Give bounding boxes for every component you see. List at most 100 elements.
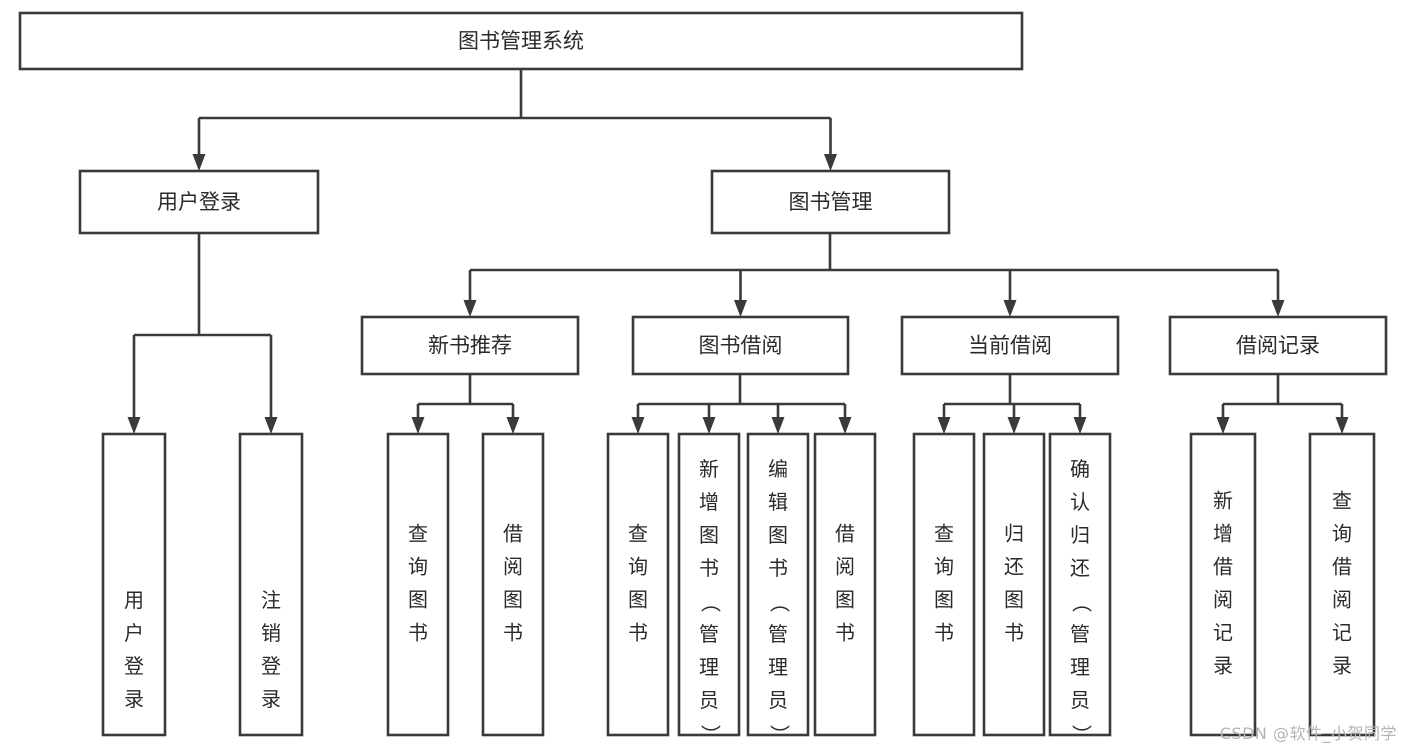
node-box[interactable] bbox=[1189, 432, 1257, 737]
connector-图书管理 bbox=[463, 233, 1285, 317]
arrow-head-icon bbox=[937, 417, 951, 434]
node-label-char: 登 bbox=[124, 654, 144, 678]
node-label-char: （ bbox=[1070, 593, 1094, 613]
connector-用户登录 bbox=[127, 233, 278, 434]
node-label-char: 图 bbox=[835, 588, 855, 612]
node-label-char: 理 bbox=[699, 655, 719, 679]
node-label-char: 书 bbox=[408, 621, 428, 645]
node-label-char: 图 bbox=[699, 523, 719, 547]
node-box[interactable] bbox=[813, 432, 877, 737]
leaf-node-0[interactable]: 用户登录 bbox=[101, 432, 167, 737]
arrow-head-icon bbox=[264, 417, 278, 434]
node-label: 图书管理系统 bbox=[458, 29, 584, 53]
node-label-char: 用 bbox=[124, 588, 144, 612]
node-label-char: 询 bbox=[628, 555, 648, 579]
node-label-char: 管 bbox=[1070, 622, 1090, 646]
node-label-char: 询 bbox=[1332, 522, 1352, 546]
node-label-char: 借 bbox=[503, 522, 523, 546]
arrow-head-icon bbox=[127, 417, 141, 434]
node-label-char: 新 bbox=[699, 457, 719, 481]
connector-图书管理系统 bbox=[192, 69, 837, 171]
node-box[interactable] bbox=[912, 432, 976, 737]
arrow-head-icon bbox=[1003, 300, 1017, 317]
node-label-char: 销 bbox=[261, 621, 281, 645]
node-label-char: 员 bbox=[768, 688, 788, 712]
arrow-head-icon bbox=[824, 154, 837, 171]
root-node-图书管理系统[interactable]: 图书管理系统 bbox=[18, 11, 1024, 71]
node-box[interactable] bbox=[360, 315, 580, 376]
node-label-char: 归 bbox=[1004, 522, 1024, 546]
node-box[interactable] bbox=[238, 432, 304, 737]
node-box[interactable] bbox=[1308, 432, 1376, 737]
arrow-head-icon bbox=[192, 154, 206, 171]
node-label-char: 录 bbox=[124, 687, 144, 711]
node-box[interactable] bbox=[710, 169, 951, 235]
node-box[interactable] bbox=[78, 169, 320, 235]
node-label: 用户登录 bbox=[157, 190, 241, 214]
node-label-char: 询 bbox=[408, 555, 428, 579]
node-box[interactable] bbox=[18, 11, 1024, 71]
node-label-char: ） bbox=[768, 725, 792, 745]
level2-node-1[interactable]: 图书借阅 bbox=[631, 315, 850, 376]
node-label-char: 书 bbox=[768, 556, 788, 580]
level2-node-0[interactable]: 新书推荐 bbox=[360, 315, 580, 376]
node-label-char: 增 bbox=[699, 490, 719, 514]
node-label-char: 图 bbox=[768, 523, 788, 547]
node-box[interactable] bbox=[481, 432, 545, 737]
node-label-char: 查 bbox=[934, 522, 954, 546]
node-label-char: 还 bbox=[1004, 555, 1024, 579]
node-label-char: 阅 bbox=[1213, 588, 1233, 612]
node-label: 图书借阅 bbox=[699, 334, 783, 358]
node-label-char: 书 bbox=[628, 621, 648, 645]
node-box[interactable] bbox=[746, 432, 810, 737]
node-label-char: 理 bbox=[1070, 655, 1090, 679]
node-label-char: 图 bbox=[408, 588, 428, 612]
node-label-char: 认 bbox=[1070, 490, 1090, 514]
node-box[interactable] bbox=[631, 315, 850, 376]
node-label-char: 员 bbox=[699, 688, 719, 712]
node-box[interactable] bbox=[982, 432, 1046, 737]
arrow-head-icon bbox=[1007, 417, 1021, 434]
node-label-char: 录 bbox=[261, 687, 281, 711]
arrow-head-icon bbox=[838, 417, 852, 434]
node-label-char: 归 bbox=[1070, 523, 1090, 547]
arrow-head-icon bbox=[1073, 417, 1087, 434]
node-box[interactable] bbox=[606, 432, 670, 737]
level1-node-0[interactable]: 用户登录 bbox=[78, 169, 320, 235]
node-box[interactable] bbox=[101, 432, 167, 737]
node-box[interactable] bbox=[900, 315, 1120, 376]
node-box[interactable] bbox=[677, 432, 741, 737]
node-box[interactable] bbox=[1048, 432, 1112, 737]
arrow-head-icon bbox=[463, 300, 477, 317]
level1-node-1[interactable]: 图书管理 bbox=[710, 169, 951, 235]
node-label-char: 记 bbox=[1332, 621, 1352, 645]
arrow-head-icon bbox=[631, 417, 645, 434]
node-box[interactable] bbox=[386, 432, 450, 737]
node-label-char: 阅 bbox=[503, 555, 523, 579]
level2-node-3[interactable]: 借阅记录 bbox=[1168, 315, 1388, 376]
level2-node-2[interactable]: 当前借阅 bbox=[900, 315, 1120, 376]
node-box[interactable] bbox=[1168, 315, 1388, 376]
connector-图书借阅 bbox=[631, 374, 852, 434]
node-label-char: 书 bbox=[503, 621, 523, 645]
node-label-char: ） bbox=[699, 725, 723, 745]
